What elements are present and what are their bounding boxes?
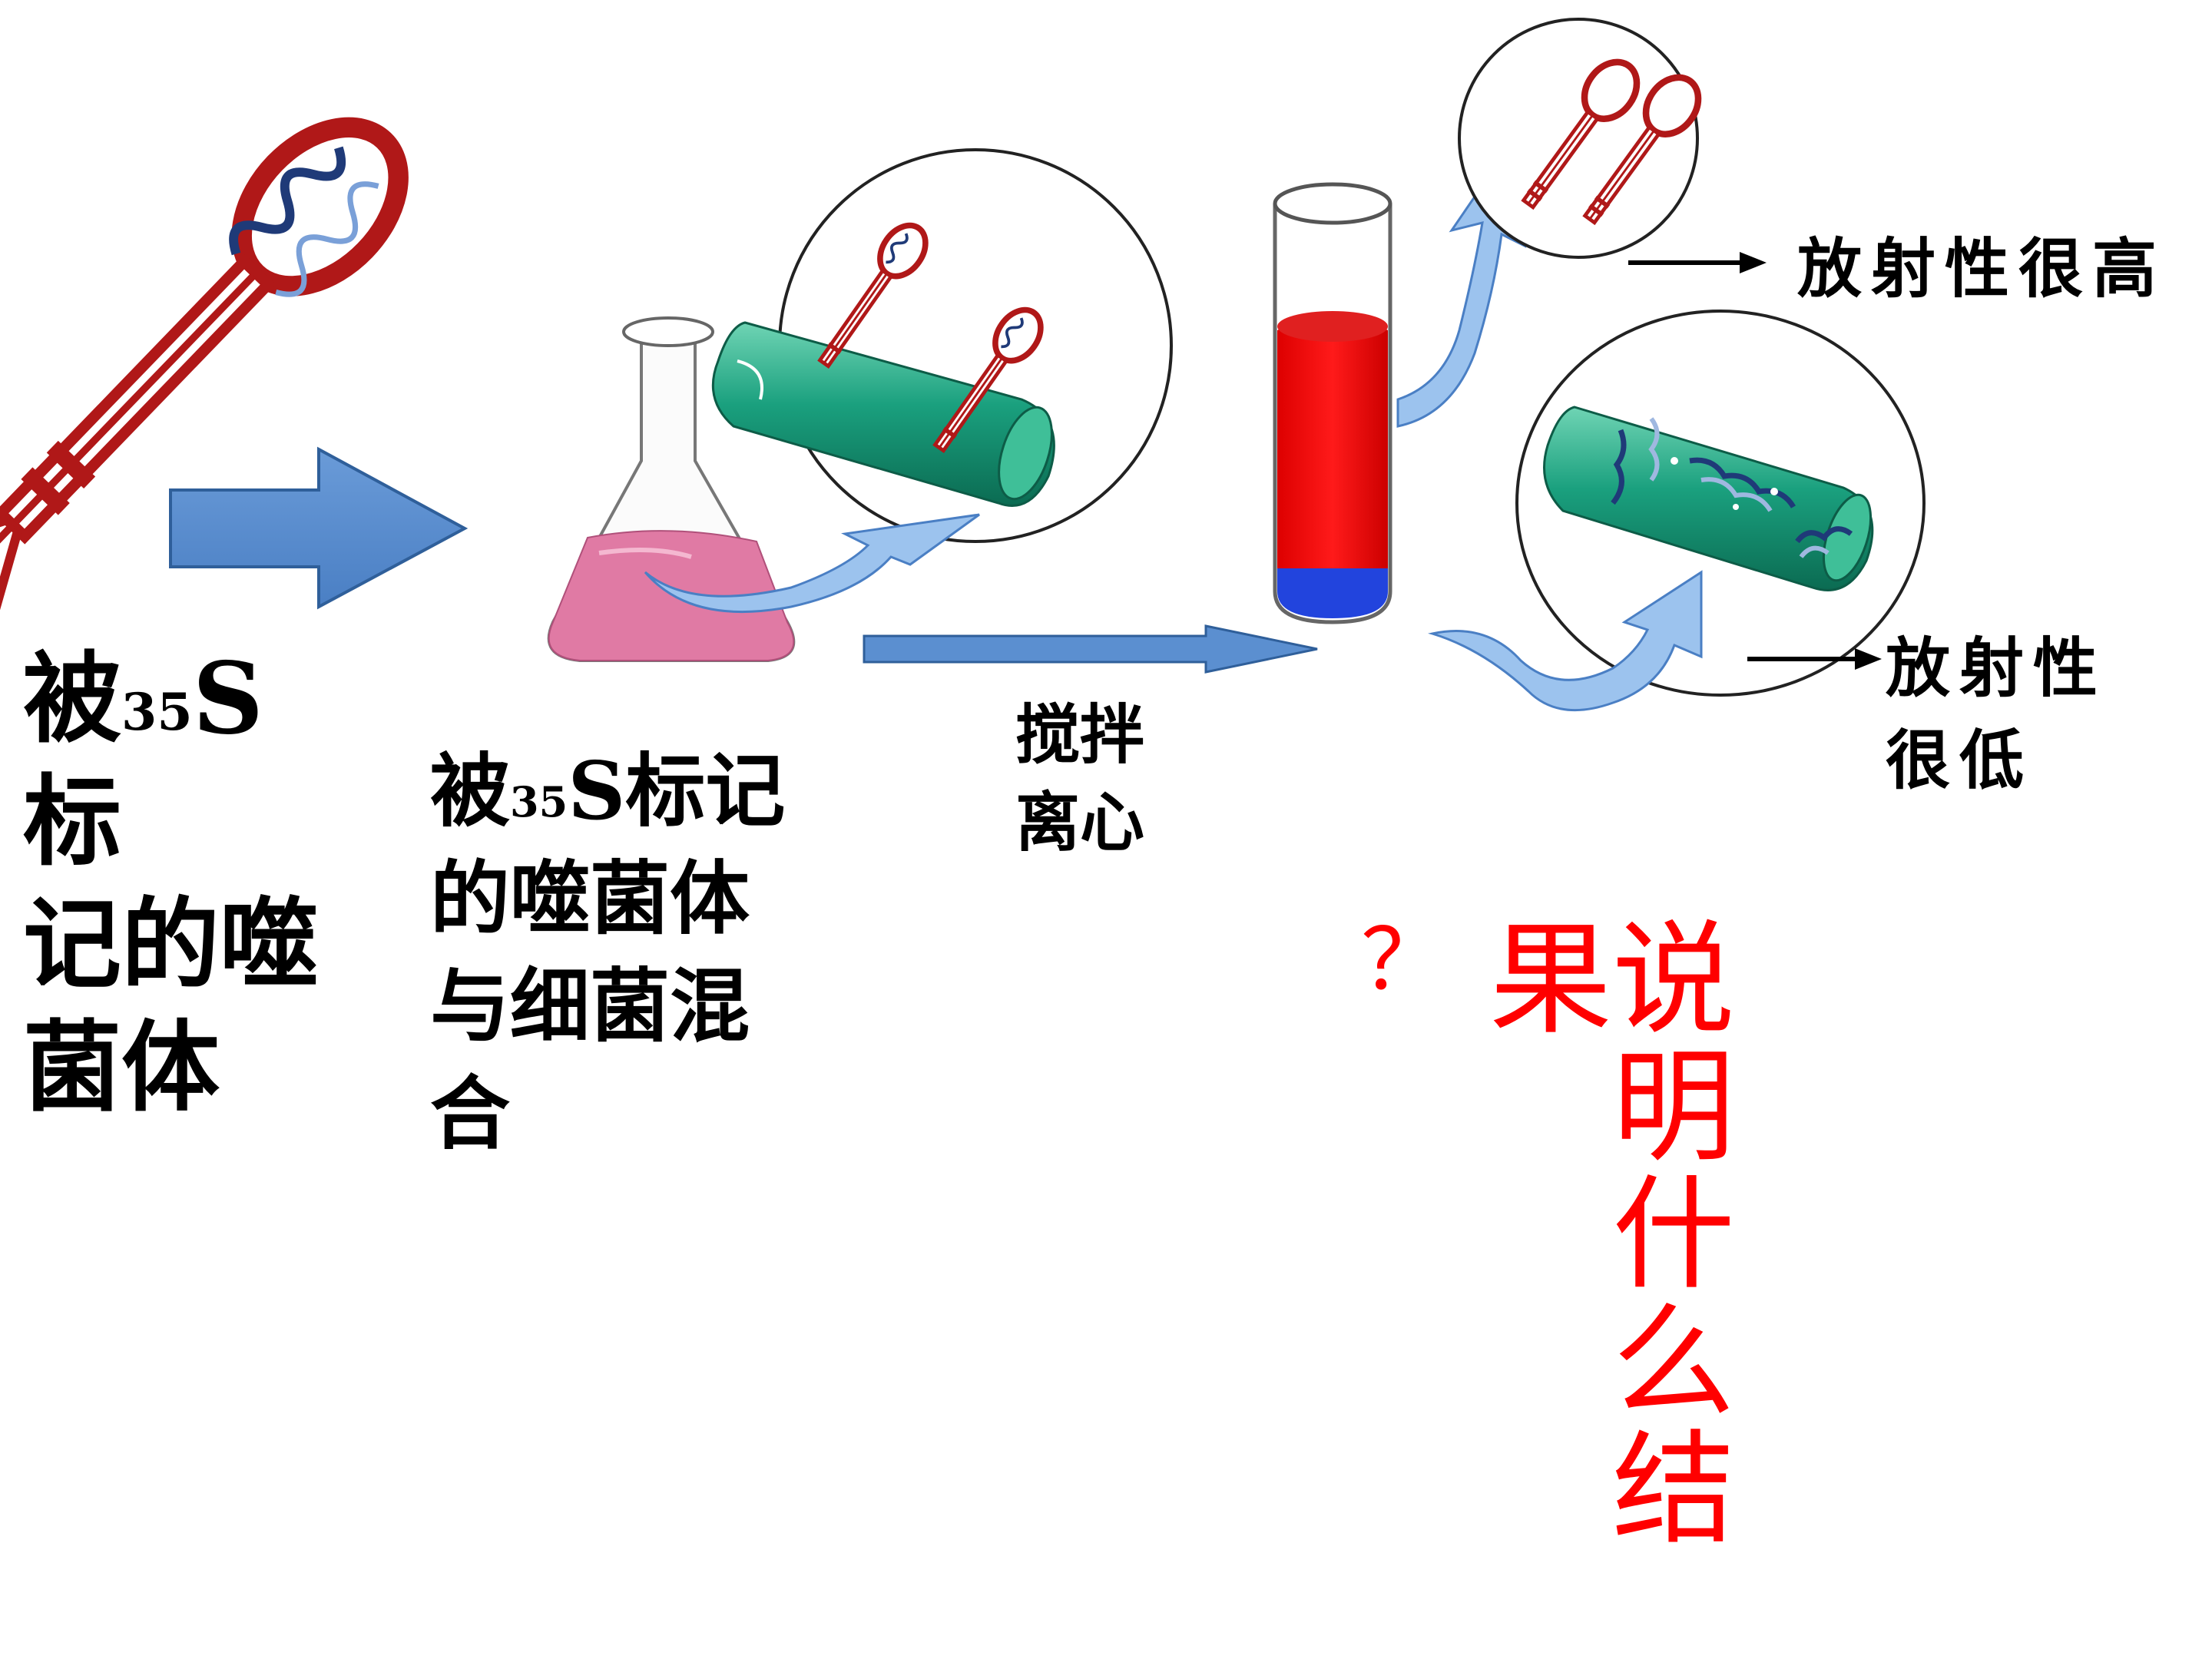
infection-zoom-circle: [711, 148, 1173, 543]
labeled-phage-icon: [0, 117, 409, 622]
result-low-label: 放射性 很低: [1886, 631, 2108, 798]
step3-label: 搅拌 离心: [1015, 697, 1145, 860]
big-right-arrow: [169, 446, 469, 610]
step1-label: 被35S标 记的噬 菌体: [23, 641, 319, 1125]
curved-arrow-to-pellet: [1428, 570, 1703, 712]
step2-label: 被35S标记 的噬菌体 与细菌混 合: [430, 743, 786, 1161]
result-low-pointer: [1747, 648, 1882, 670]
arrow-to-tube: [863, 624, 1318, 674]
question-text: 说明什么结果: [1469, 914, 1735, 1551]
test-tube-icon: [1273, 182, 1392, 624]
supernatant-zoom-circle: [1458, 18, 1702, 259]
question-mark: ？: [1361, 911, 1445, 1009]
result-high-pointer: [1628, 252, 1767, 273]
erlenmeyer-flask-icon: [547, 316, 796, 662]
curved-arrow-to-zoom-1: [644, 513, 980, 614]
pellet-zoom-circle: [1515, 310, 1926, 697]
result-high-label: 放射性很高: [1797, 231, 2167, 306]
curved-arrow-to-supernatant: [1396, 154, 1527, 428]
